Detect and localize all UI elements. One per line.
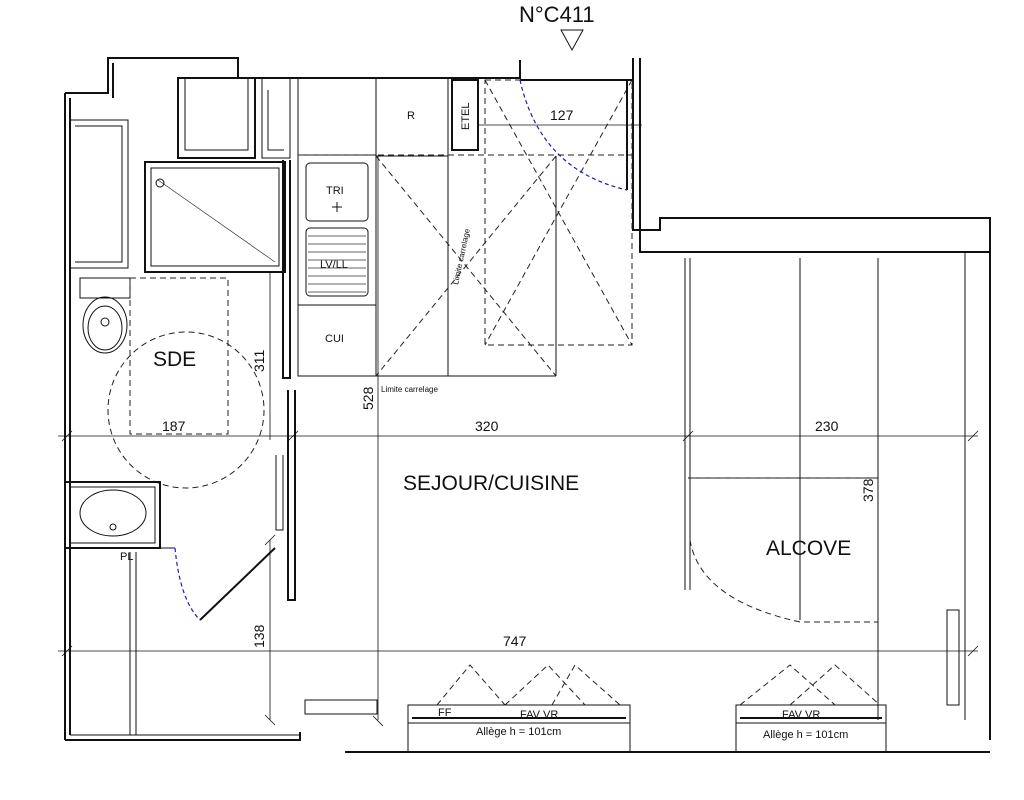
limite-carrelage-1: Limite carrelage <box>451 227 472 285</box>
outer-walls <box>64 57 991 753</box>
dim-747: 747 <box>503 633 527 649</box>
dim-378: 378 <box>860 478 876 502</box>
dim-320: 320 <box>475 418 499 434</box>
bathroom-fixtures: PL <box>64 77 296 735</box>
dim-138: 138 <box>251 624 267 648</box>
lvll-label: LV/LL <box>320 259 348 271</box>
kitchen-column: TRI LV/LL CUI R ETEL <box>297 77 479 377</box>
dim-311: 311 <box>251 349 267 372</box>
dim-528: 528 <box>360 386 376 410</box>
pl-label: PL <box>120 551 133 563</box>
toilet-icon <box>79 277 131 354</box>
tri-label: TRI <box>326 185 344 197</box>
orientation-marker-icon <box>560 29 584 52</box>
dimension-lines: 127 311 187 528 320 230 378 747 138 <box>58 107 979 727</box>
windows: FF FAV VR Allège h = 101cm FAV VR Allège… <box>304 664 887 752</box>
ff-label: FF <box>438 707 452 719</box>
dim-187: 187 <box>162 418 186 434</box>
room-label-alcove: ALCOVE <box>766 537 851 560</box>
room-label-sde: SDE <box>153 348 196 371</box>
cui-label: CUI <box>325 333 344 345</box>
plan-title: N°C411 <box>519 2 595 27</box>
fav-vr-label-2: FAV VR <box>782 709 820 721</box>
fav-vr-label-1: FAV VR <box>520 709 558 721</box>
etel-label: ETEL <box>460 102 472 130</box>
room-label-sejour: SEJOUR/CUISINE <box>403 472 579 495</box>
dim-127: 127 <box>550 107 574 123</box>
allege-label-2: Allège h = 101cm <box>763 729 848 741</box>
sink-icon <box>64 481 161 549</box>
allege-label-1: Allège h = 101cm <box>476 726 561 738</box>
limite-carrelage-2: Limite carrelage <box>381 385 438 394</box>
r-label: R <box>407 110 415 122</box>
dim-230: 230 <box>815 418 839 434</box>
